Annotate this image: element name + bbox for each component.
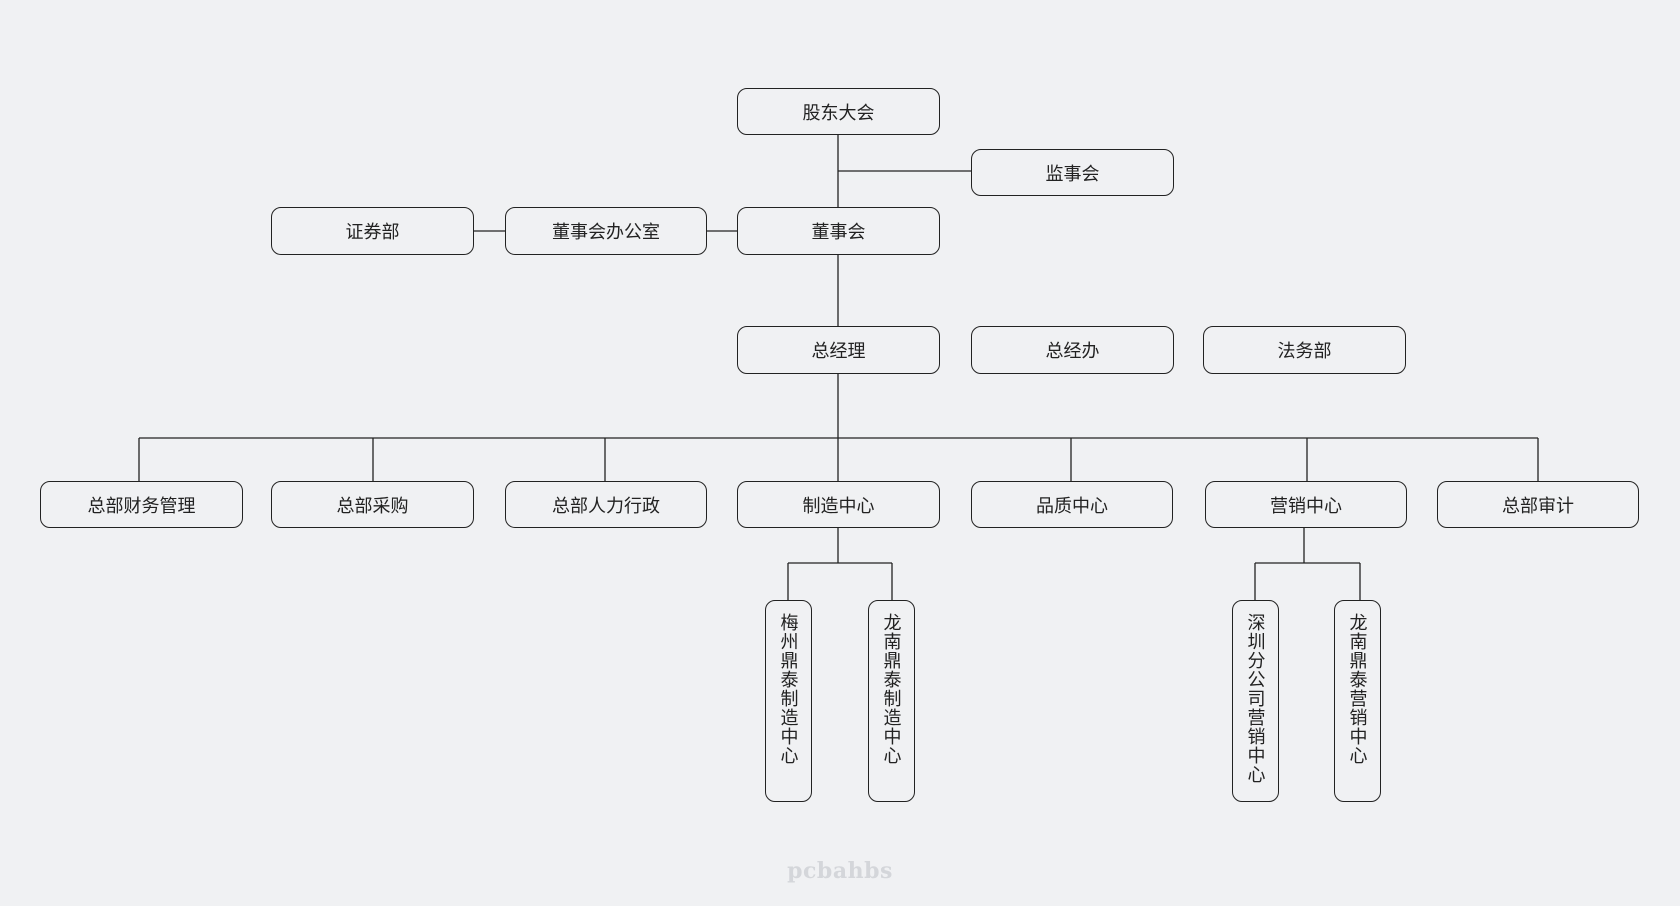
node-board: 董事会	[737, 207, 940, 255]
node-mkt-longnan-label: 龙南鼎泰营销中心	[1347, 613, 1368, 765]
node-supervisors: 监事会	[971, 149, 1174, 196]
node-mfg-longnan: 龙南鼎泰制造中心	[868, 600, 915, 802]
node-board-office: 董事会办公室	[505, 207, 707, 255]
node-shareholders: 股东大会	[737, 88, 940, 135]
node-mkt-shenzhen: 深圳分公司营销中心	[1232, 600, 1279, 802]
watermark: pcbahbs	[787, 858, 893, 884]
node-securities: 证券部	[271, 207, 474, 255]
node-dept-marketing: 营销中心	[1205, 481, 1407, 528]
node-mkt-shenzhen-label: 深圳分公司营销中心	[1245, 613, 1266, 784]
node-dept-procurement: 总部采购	[271, 481, 474, 528]
node-dept-hr-admin: 总部人力行政	[505, 481, 707, 528]
node-mfg-longnan-label: 龙南鼎泰制造中心	[881, 613, 902, 765]
node-mkt-longnan: 龙南鼎泰营销中心	[1334, 600, 1381, 802]
node-dept-quality: 品质中心	[971, 481, 1173, 528]
node-general-manager: 总经理	[737, 326, 940, 374]
node-dept-manufacturing: 制造中心	[737, 481, 940, 528]
node-dept-finance: 总部财务管理	[40, 481, 243, 528]
node-legal: 法务部	[1203, 326, 1406, 374]
node-gm-office: 总经办	[971, 326, 1174, 374]
node-dept-audit: 总部审计	[1437, 481, 1639, 528]
node-mfg-meizhou: 梅州鼎泰制造中心	[765, 600, 812, 802]
node-mfg-meizhou-label: 梅州鼎泰制造中心	[778, 613, 799, 765]
